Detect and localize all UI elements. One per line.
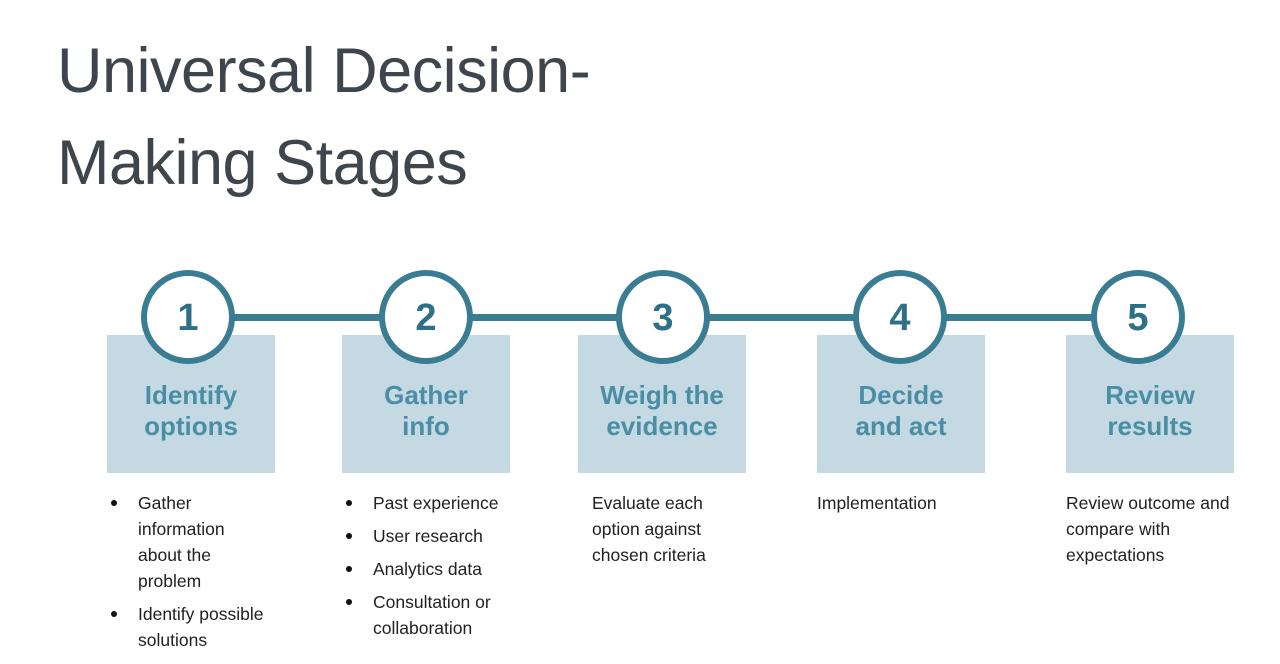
bullet-item: Gather information about the problem bbox=[107, 490, 292, 594]
bullet-item: User research bbox=[342, 523, 527, 549]
stage-2-number: 2 bbox=[415, 296, 437, 339]
bullet-text: User research bbox=[373, 526, 483, 546]
stage-5-label: Review results bbox=[1105, 380, 1195, 441]
bullet-text: Identify possible solutions bbox=[138, 604, 264, 650]
stage-3-number: 3 bbox=[652, 296, 674, 339]
bullet-item: Past experience bbox=[342, 490, 527, 516]
stage-3-circle: 3 bbox=[616, 270, 710, 364]
stage-1-label-box: Identify options bbox=[107, 335, 275, 473]
stage-2-circle: 2 bbox=[379, 270, 473, 364]
stage-5-number: 5 bbox=[1127, 296, 1149, 339]
bullet-item: Identify possible solutions bbox=[107, 601, 292, 653]
stage-1-details: Gather information about the problem Ide… bbox=[107, 490, 292, 660]
stage-4-label-box: Decide and act bbox=[817, 335, 985, 473]
stage-4-details: Implementation bbox=[817, 490, 1002, 516]
bullet-item: Consultation or collaboration bbox=[342, 589, 527, 641]
stage-5-circle: 5 bbox=[1091, 270, 1185, 364]
stage-4-note: Implementation bbox=[817, 493, 937, 513]
stage-1-label: Identify options bbox=[144, 380, 238, 441]
bullet-text: Analytics data bbox=[373, 559, 482, 579]
stage-3-details: Evaluate each option against chosen crit… bbox=[592, 490, 752, 568]
stage-3-note: Evaluate each option against chosen crit… bbox=[592, 493, 706, 565]
stage-2-bullet-list: Past experience User research Analytics … bbox=[342, 490, 527, 641]
bullet-text: Consultation or collaboration bbox=[373, 592, 491, 638]
stage-2-details: Past experience User research Analytics … bbox=[342, 490, 527, 648]
stage-1-circle: 1 bbox=[141, 270, 235, 364]
bullet-text: Past experience bbox=[373, 493, 499, 513]
stage-4-circle: 4 bbox=[853, 270, 947, 364]
stage-4-label: Decide and act bbox=[855, 380, 947, 441]
stage-1-number: 1 bbox=[177, 296, 199, 339]
stage-2-label-box: Gather info bbox=[342, 335, 510, 473]
stage-3-label: Weigh the evidence bbox=[600, 380, 724, 441]
stage-1-bullet-list: Gather information about the problem Ide… bbox=[107, 490, 292, 653]
stage-5-note: Review outcome and compare with expectat… bbox=[1066, 493, 1230, 565]
stage-3-label-box: Weigh the evidence bbox=[578, 335, 746, 473]
stage-2-label: Gather info bbox=[384, 380, 468, 441]
stage-5-details: Review outcome and compare with expectat… bbox=[1066, 490, 1271, 568]
bullet-text: Gather information about the problem bbox=[138, 493, 225, 591]
page-title: Universal Decision- Making Stages bbox=[57, 36, 591, 198]
stage-4-number: 4 bbox=[889, 296, 911, 339]
bullet-item: Analytics data bbox=[342, 556, 527, 582]
